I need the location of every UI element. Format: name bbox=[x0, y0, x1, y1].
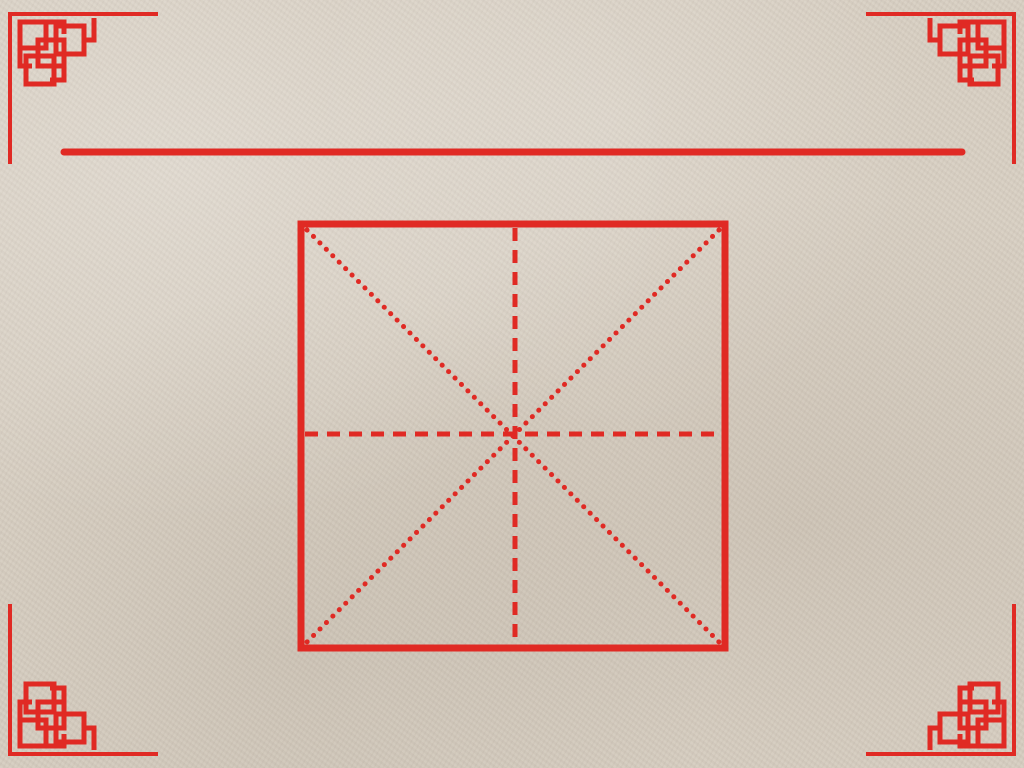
corner-ornament-top-left bbox=[10, 14, 156, 162]
practice-grid bbox=[297, 220, 729, 652]
corner-ornament-top-right bbox=[868, 14, 1014, 162]
corner-ornament-bottom-right bbox=[868, 606, 1014, 754]
chinese-knot-icon bbox=[868, 14, 1014, 162]
corner-ornament-bottom-left bbox=[10, 606, 156, 754]
grid-diagonal-guide-2 bbox=[304, 227, 722, 645]
grid-outer-square bbox=[297, 220, 729, 652]
chinese-knot-icon bbox=[868, 606, 1014, 754]
chinese-knot-icon bbox=[10, 14, 156, 162]
chinese-knot-icon bbox=[10, 606, 156, 754]
